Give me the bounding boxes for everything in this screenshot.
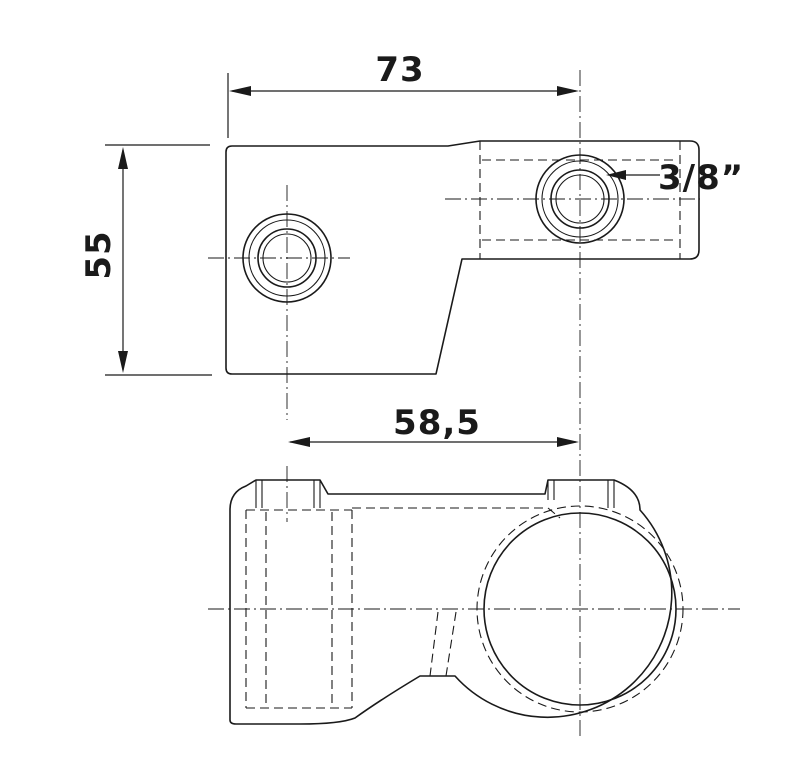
dim-73-label: 73 [375,50,424,90]
dimension-58-5: 58,5 [288,403,579,447]
top-view [208,70,700,740]
side-hidden-top-edge [352,507,561,519]
side-hidden-web [429,611,457,677]
thread-size-label: 3/8” [658,158,744,198]
dim-73-arrow-left [229,86,251,96]
dim-55-label: 55 [79,230,119,279]
right-boss-thread [547,480,615,508]
dim-58-5-arrow-right [557,437,579,447]
top-view-outline [225,140,700,375]
dimension-55: 55 [79,144,212,376]
dim-55-arrow-top [118,147,128,169]
left-boss-thread [255,480,321,508]
thread-callout: 3/8” [606,158,744,198]
thread-leader-arrow [606,170,626,180]
dimension-73: 73 [227,50,579,138]
dim-58-5-label: 58,5 [393,403,481,443]
dim-73-arrow-right [557,86,579,96]
dim-55-arrow-bottom [118,351,128,373]
top-view-hidden-bore [479,141,681,259]
side-view [208,466,740,725]
left-hidden-bore-inner [265,512,333,706]
dim-58-5-arrow-left [288,437,310,447]
